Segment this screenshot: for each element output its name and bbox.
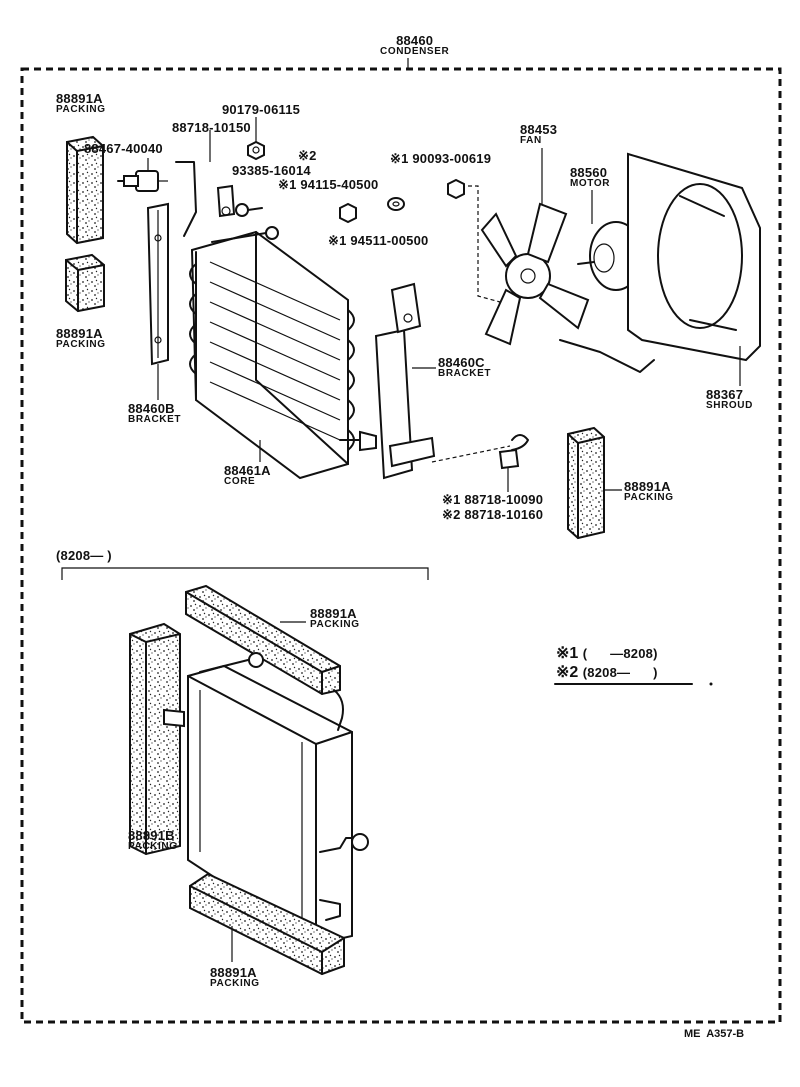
part-name: PACKING — [56, 104, 106, 115]
assembly-part-no: 88460 — [396, 33, 434, 48]
legend-mark: ※2 — [556, 664, 579, 681]
nut-94115 — [339, 202, 357, 224]
top-nut — [247, 140, 265, 161]
label-clamp-bottom-1: ※1 88718-10090 — [442, 492, 544, 507]
label-lower-range: (8208— ) — [56, 548, 112, 563]
label-nut-1: ※1 94115-40500 — [278, 177, 379, 192]
label-lower-packing-side: 88891B PACKING — [128, 829, 178, 852]
part-name: PACKING — [128, 841, 178, 852]
lower-packing-bottom — [189, 872, 345, 976]
part-name: PACKING — [56, 339, 106, 350]
label-core: 88461A CORE — [224, 464, 271, 487]
packing-block-mid-left — [65, 253, 105, 313]
label-shroud: 88367 SHROUD — [706, 388, 753, 411]
part-no: 88453 — [520, 122, 558, 137]
right-bracket — [374, 282, 436, 480]
part-no: 88891A — [56, 326, 103, 341]
legend-row-1: ※1 ( —8208) — [556, 646, 658, 662]
fan-shroud — [627, 152, 761, 362]
part-no: 88891B — [128, 828, 175, 843]
lower-packing-top — [185, 584, 341, 696]
clamp-dash-leader — [431, 445, 511, 463]
lower-condenser — [187, 652, 369, 946]
label-clamp-bottom-2: ※2 88718-10160 — [442, 507, 544, 522]
label-lower-packing-top: 88891A PACKING — [310, 607, 360, 630]
part-no: 88460B — [128, 401, 175, 416]
fan-blade — [480, 202, 590, 346]
reference-code: ME A357-B — [684, 1028, 745, 1040]
part-name: FAN — [520, 135, 542, 146]
label-bracket-right: 88460C BRACKET — [438, 356, 491, 379]
label-switch: 88467-40040 — [84, 141, 163, 156]
part-no: 88891A — [310, 606, 357, 621]
lower-packing-side — [129, 622, 185, 856]
part-name: MOTOR — [570, 178, 611, 189]
part-no: 88461A — [224, 463, 271, 478]
packing-block-top-left — [66, 135, 104, 245]
part-no: 88460C — [438, 355, 485, 370]
label-packing-top-left: 88891A PACKING — [56, 92, 106, 115]
part-name: BRACKET — [438, 368, 492, 379]
part-name: BRACKET — [128, 414, 182, 425]
label-packing-right: 88891A PACKING — [624, 480, 674, 503]
part-no: 88891A — [624, 479, 671, 494]
label-nut-top: 90179-06115 — [222, 102, 301, 117]
assembly-name: CONDENSER — [380, 46, 450, 57]
part-name: PACKING — [624, 492, 674, 503]
label-bolt: 93385-16014 — [232, 163, 311, 178]
lower-range-bracket — [61, 567, 429, 580]
condenser-core — [189, 226, 377, 480]
label-fan: 88453 FAN — [520, 123, 557, 146]
top-clamp — [175, 161, 236, 237]
assembly-boundary — [20, 67, 782, 1024]
assembly-label: 88460 CONDENSER — [380, 34, 449, 57]
nut-90093 — [447, 178, 465, 200]
washer-94511 — [387, 197, 405, 211]
label-bracket-left: 88460B BRACKET — [128, 402, 181, 425]
part-no: 88891A — [56, 91, 103, 106]
legend-mark: ※1 — [556, 645, 579, 662]
part-name: PACKING — [310, 619, 360, 630]
bolt-small — [235, 203, 263, 217]
label-note-2: ※2 — [298, 148, 317, 163]
packing-block-right — [567, 426, 605, 540]
bottom-clamp — [498, 434, 529, 470]
label-packing-mid-left: 88891A PACKING — [56, 327, 106, 350]
part-name: SHROUD — [706, 400, 753, 411]
part-name: PACKING — [210, 978, 260, 989]
legend-dot — [709, 682, 713, 686]
label-nut-2: ※1 90093-00619 — [390, 151, 492, 166]
pressure-switch — [117, 170, 168, 192]
label-motor: 88560 MOTOR — [570, 166, 610, 189]
legend-row-2: ※2 (8208— ) — [556, 665, 658, 681]
left-bracket — [146, 202, 169, 366]
part-no: 88560 — [570, 165, 608, 180]
part-no: 88891A — [210, 965, 257, 980]
label-clamp-top: 88718-10150 — [172, 120, 251, 135]
label-lower-packing-bottom: 88891A PACKING — [210, 966, 260, 989]
nut-to-fan-leader — [468, 185, 501, 303]
part-name: CORE — [224, 476, 256, 487]
label-washer: ※1 94511-00500 — [328, 233, 429, 248]
legend-text: (8208— ) — [582, 665, 658, 680]
legend-text: ( —8208) — [582, 646, 658, 661]
part-no: 88367 — [706, 387, 744, 402]
